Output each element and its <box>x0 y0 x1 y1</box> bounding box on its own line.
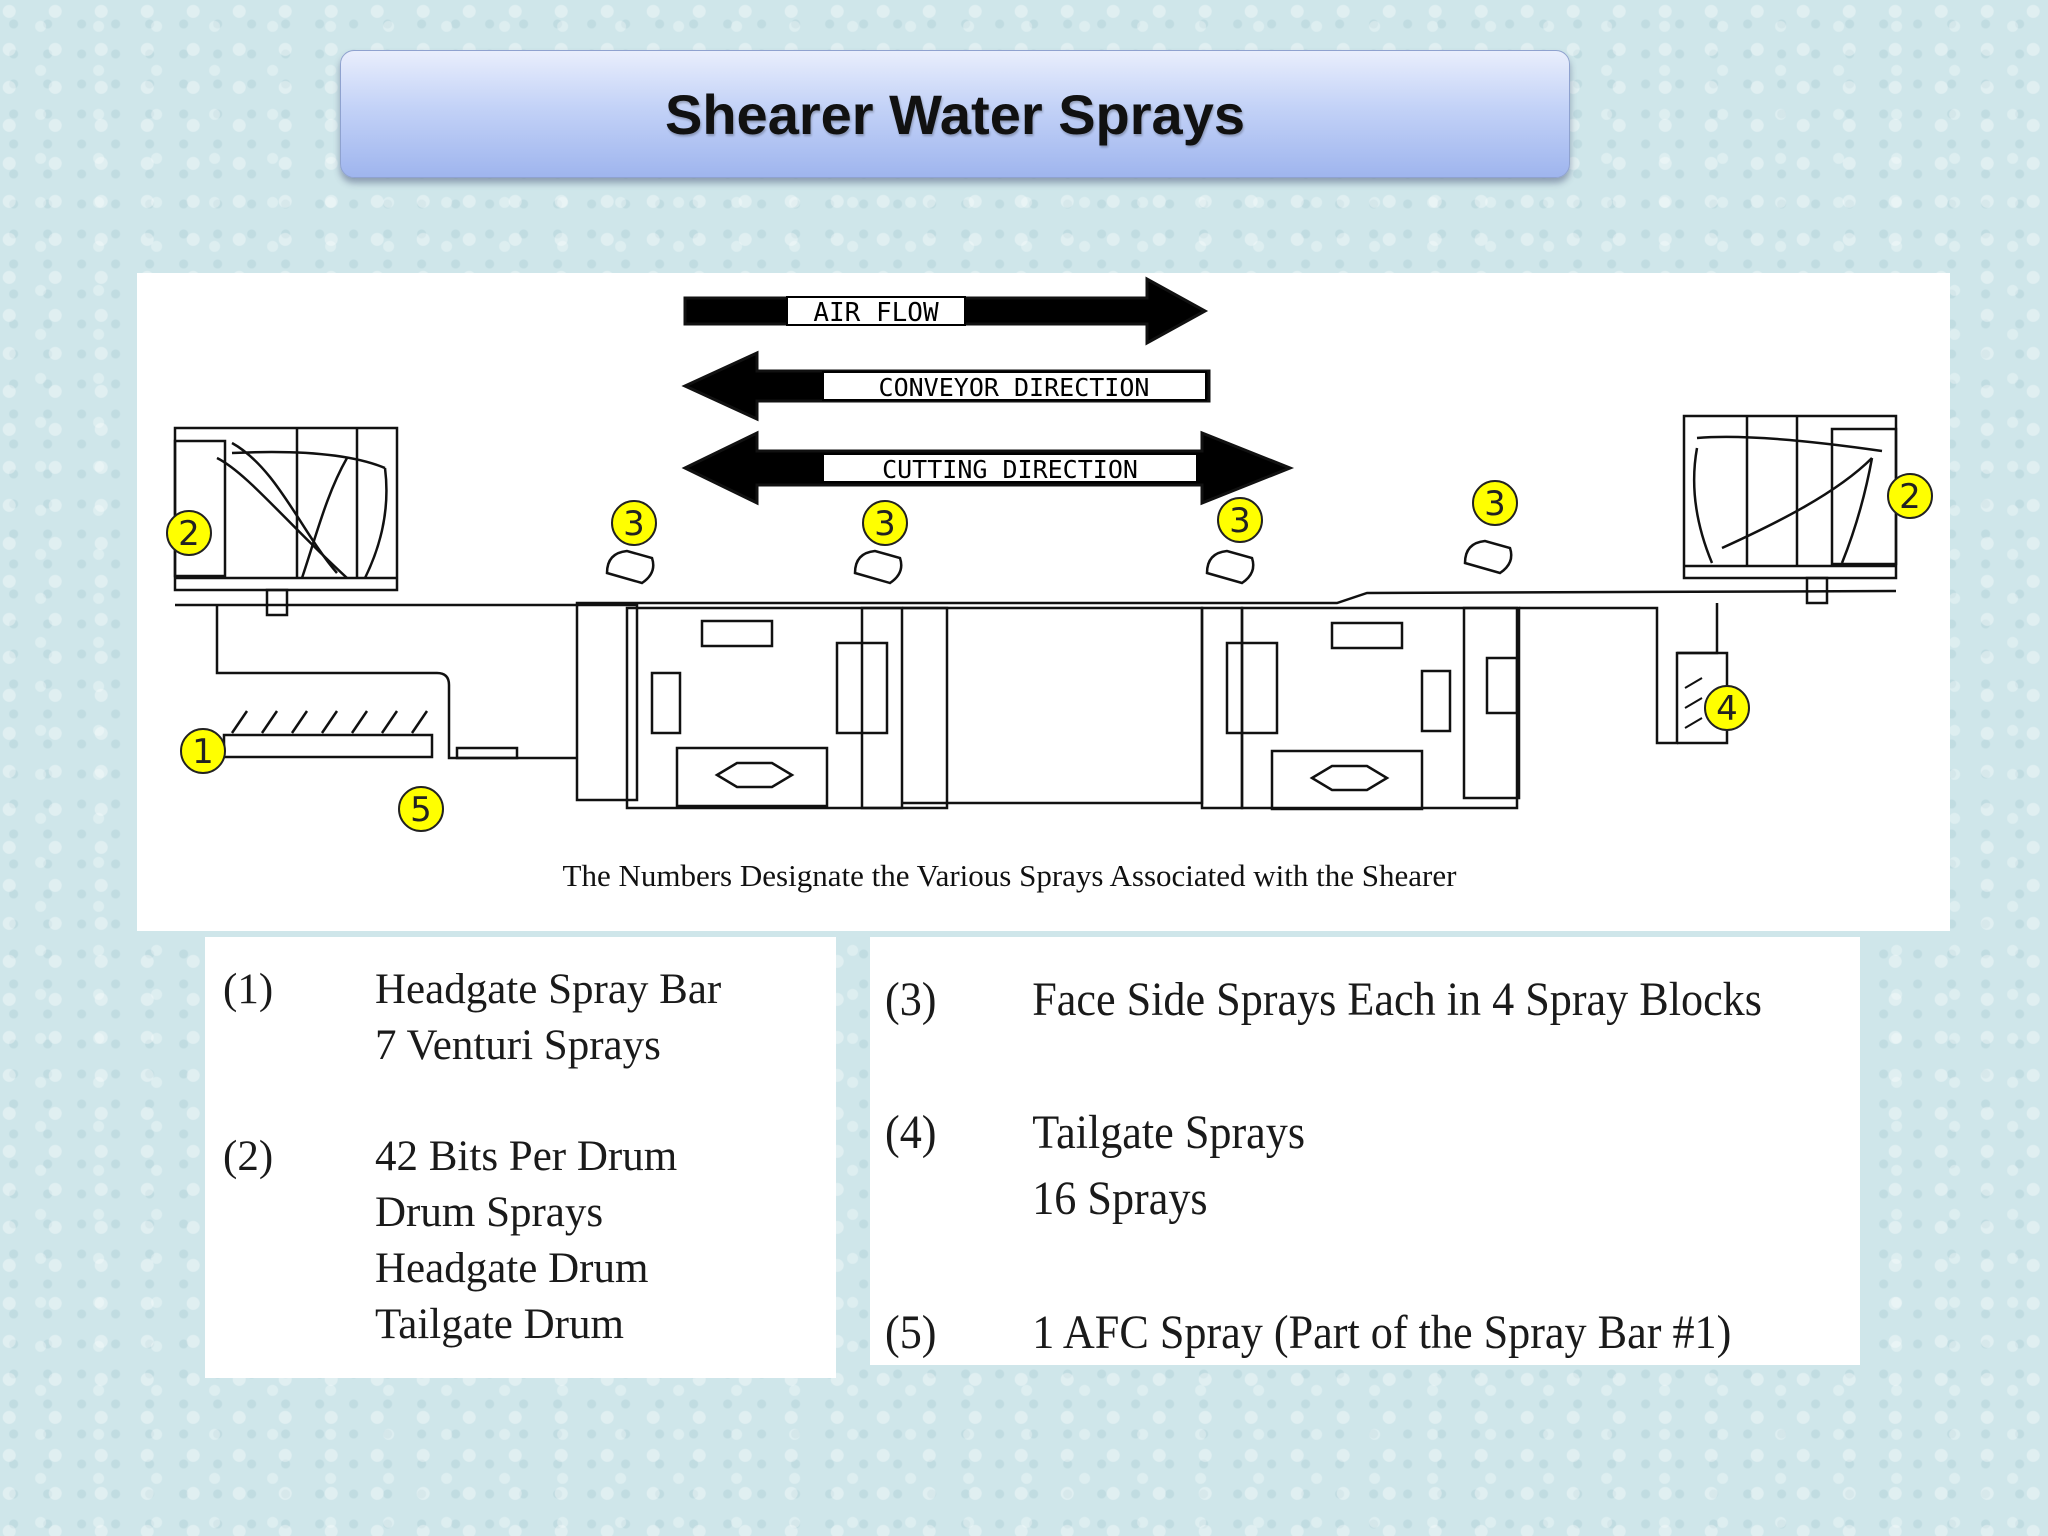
legend-right: (3) Face Side Sprays Each in 4 Spray Blo… <box>870 937 1860 1365</box>
shearer-body <box>175 576 1897 811</box>
marker-1: 1 <box>180 728 226 774</box>
page-title: Shearer Water Sprays <box>665 82 1245 146</box>
legend-line: 7 Venturi Sprays <box>375 1022 661 1069</box>
marker-4: 4 <box>1704 685 1750 731</box>
legend-line: Face Side Sprays Each in 4 Spray Blocks <box>1032 973 1762 1026</box>
legend-line: 1 AFC Spray (Part of the Spray Bar #1) <box>1032 1306 1732 1359</box>
legend-line: Drum Sprays <box>375 1189 604 1236</box>
marker-3-b: 3 <box>862 500 908 546</box>
legend-line: Headgate Spray Bar <box>375 966 722 1013</box>
legend-line: 42 Bits Per Drum <box>375 1133 678 1180</box>
legend-number: (1) <box>223 966 274 1013</box>
legend-line: Tailgate Drum <box>375 1301 624 1348</box>
headgate-spray-bar <box>222 710 519 760</box>
marker-5: 5 <box>398 786 444 832</box>
marker-3-c: 3 <box>1217 497 1263 543</box>
svg-text:3: 3 <box>1229 501 1251 541</box>
shearer-drawing: AIR FLOW CONVEYOR DIRECTION CUTTING DIRE… <box>166 276 1933 832</box>
legend-number: (3) <box>885 973 937 1026</box>
svg-text:5: 5 <box>410 790 432 830</box>
svg-text:3: 3 <box>1484 484 1506 524</box>
legend-line: Headgate Drum <box>375 1245 649 1292</box>
svg-text:3: 3 <box>623 504 645 544</box>
marker-3-d: 3 <box>1472 480 1518 526</box>
legend-number: (4) <box>885 1106 937 1159</box>
air-flow-arrow: AIR FLOW <box>683 276 1209 346</box>
conveyor-direction-arrow: CONVEYOR DIRECTION <box>681 350 1211 422</box>
marker-2-right: 2 <box>1887 473 1933 519</box>
cutting-direction-label: CUTTING DIRECTION <box>882 455 1138 484</box>
svg-text:4: 4 <box>1716 689 1738 729</box>
diagram-caption: The Numbers Designate the Various Sprays… <box>562 858 1457 893</box>
legend-number: (2) <box>223 1133 274 1180</box>
tailgate-drum <box>1682 414 1898 580</box>
conveyor-direction-label: CONVEYOR DIRECTION <box>879 373 1150 402</box>
svg-text:2: 2 <box>178 514 200 554</box>
svg-text:2: 2 <box>1899 477 1921 517</box>
svg-text:1: 1 <box>192 732 214 772</box>
marker-3-a: 3 <box>611 500 657 546</box>
legend-line: 16 Sprays <box>1032 1172 1208 1225</box>
title-banner: Shearer Water Sprays <box>340 50 1570 178</box>
tailgate-sprays <box>1684 677 1703 729</box>
spray-markers: 2 2 3 3 3 3 4 1 5 <box>166 473 1933 832</box>
shearer-diagram: AIR FLOW CONVEYOR DIRECTION CUTTING DIRE… <box>137 273 1950 931</box>
air-flow-label: AIR FLOW <box>813 298 939 328</box>
legend-left: (1) Headgate Spray Bar 7 Venturi Sprays … <box>205 937 836 1378</box>
cutting-direction-arrow: CUTTING DIRECTION <box>681 430 1295 506</box>
headgate-drum <box>173 426 399 592</box>
svg-text:3: 3 <box>874 504 896 544</box>
marker-2-left: 2 <box>166 510 212 556</box>
legend-number: (5) <box>885 1306 937 1359</box>
legend-line: Tailgate Sprays <box>1032 1106 1306 1159</box>
face-side-spray-heads <box>605 539 1513 585</box>
